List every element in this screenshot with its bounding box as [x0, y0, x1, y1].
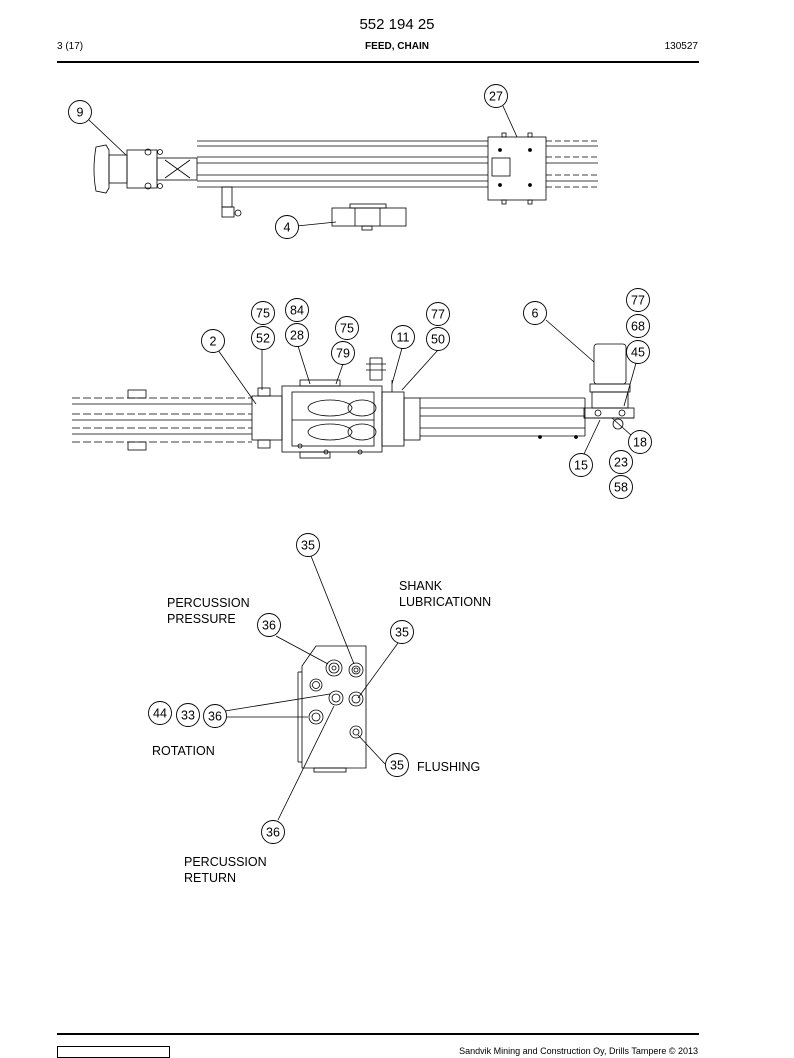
callout-35c: 35 — [385, 753, 409, 777]
callout-45: 45 — [626, 340, 650, 364]
callout-bubbles: 9 27 4 75 84 52 28 2 75 79 11 77 50 6 77… — [68, 84, 652, 844]
callout-2: 2 — [201, 329, 225, 353]
callout-label: 75 — [340, 322, 354, 336]
callout-label: 44 — [153, 707, 167, 721]
callout-50: 50 — [426, 327, 450, 351]
callout-label: 15 — [574, 459, 588, 473]
callout-label: 36 — [266, 826, 280, 840]
footer-divider — [57, 1033, 699, 1035]
callout-label: 27 — [489, 90, 503, 104]
callout-label: 52 — [256, 332, 270, 346]
callout-36b: 36 — [203, 704, 227, 728]
callout-77a: 77 — [426, 302, 450, 326]
callout-79: 79 — [331, 341, 355, 365]
callout-label: 6 — [532, 307, 539, 321]
callout-35a: 35 — [296, 533, 320, 557]
callout-label: 11 — [397, 331, 410, 345]
callout-label: 50 — [431, 333, 445, 347]
callout-label: 2 — [210, 335, 217, 349]
part-number: 552 194 25 — [359, 16, 435, 33]
label-shank-lubrication: SHANK LUBRICATIONN — [399, 579, 492, 609]
brand-logo — [57, 1046, 170, 1058]
callout-label: 28 — [290, 329, 304, 343]
callout-11: 11 — [391, 325, 415, 349]
callout-label: 4 — [284, 221, 291, 235]
view3-valve-block-drawing — [224, 555, 399, 821]
callout-label: 18 — [633, 436, 647, 450]
callout-label: 58 — [614, 481, 628, 495]
callout-15: 15 — [569, 453, 593, 477]
callout-label: 84 — [290, 304, 304, 318]
callout-label: 36 — [262, 619, 276, 633]
callout-4: 4 — [275, 215, 299, 239]
callout-9: 9 — [68, 100, 92, 124]
view1-feed-drawing — [88, 105, 598, 231]
callout-68: 68 — [626, 314, 650, 338]
callout-label: 77 — [631, 294, 645, 308]
date-code: 130527 — [664, 41, 698, 52]
callout-28: 28 — [285, 323, 309, 347]
callout-label: 33 — [181, 709, 195, 723]
callout-27: 27 — [484, 84, 508, 108]
callout-33: 33 — [176, 703, 200, 727]
header-divider — [57, 61, 699, 63]
callout-75b: 75 — [335, 316, 359, 340]
label-rotation: ROTATION — [152, 744, 215, 758]
callout-75a: 75 — [251, 301, 275, 325]
callout-36a: 36 — [257, 613, 281, 637]
callout-6: 6 — [523, 301, 547, 325]
callout-35b: 35 — [390, 620, 414, 644]
callout-label: 68 — [631, 320, 645, 334]
footer-copyright: Sandvik Mining and Construction Oy, Dril… — [459, 1046, 698, 1056]
callout-label: 75 — [256, 307, 270, 321]
label-percussion-return: PERCUSSION RETURN — [184, 855, 267, 885]
callout-84: 84 — [285, 298, 309, 322]
label-percussion-pressure: PERCUSSION PRESSURE — [167, 596, 250, 626]
callout-label: 23 — [614, 456, 628, 470]
callout-44: 44 — [148, 701, 172, 725]
callout-label: 9 — [77, 106, 84, 120]
callout-label: 45 — [631, 346, 645, 360]
section-title: FEED, CHAIN — [365, 41, 429, 52]
callout-36c: 36 — [261, 820, 285, 844]
callout-52: 52 — [251, 326, 275, 350]
callout-label: 77 — [431, 308, 445, 322]
callout-label: 35 — [301, 539, 315, 553]
callout-18: 18 — [628, 430, 652, 454]
page-indicator: 3 (17) — [57, 41, 84, 52]
callout-23: 23 — [609, 450, 633, 474]
callout-77b: 77 — [626, 288, 650, 312]
label-flushing: FLUSHING — [417, 760, 481, 774]
callout-58: 58 — [609, 475, 633, 499]
callout-label: 35 — [395, 626, 409, 640]
callout-label: 36 — [208, 710, 222, 724]
callout-label: 79 — [336, 347, 350, 361]
view2-feed-drawing — [72, 319, 637, 459]
callout-label: 35 — [390, 759, 404, 773]
